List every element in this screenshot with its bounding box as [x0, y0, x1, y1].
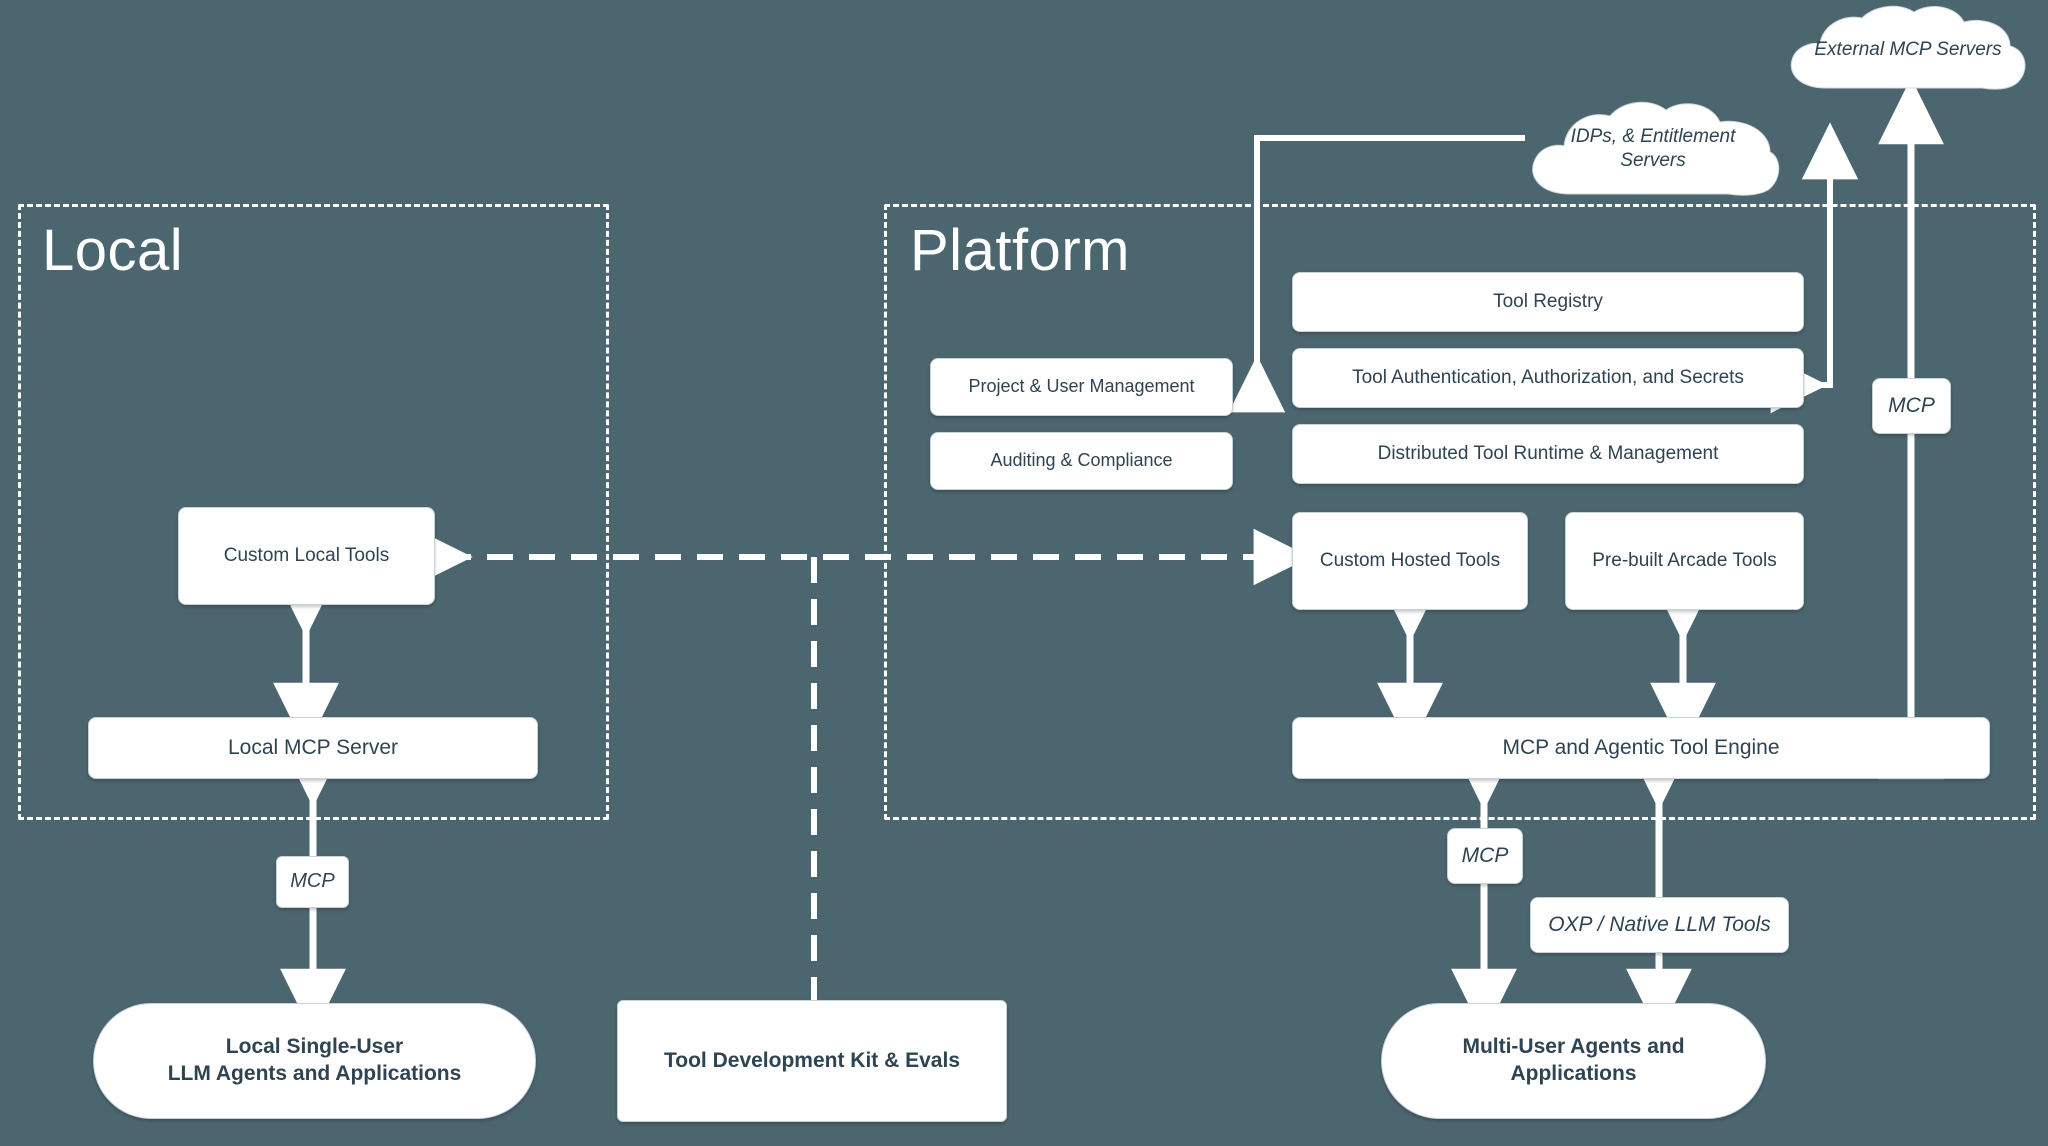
wire-toolauth-to-idps — [1770, 122, 1859, 414]
node-local-agent-pill[interactable]: Local Single-User LLM Agents and Applica… — [93, 1003, 536, 1119]
node-distributed-tool-runtime[interactable]: Distributed Tool Runtime & Management — [1292, 424, 1804, 484]
node-custom-local-tools[interactable]: Custom Local Tools — [178, 507, 435, 605]
tag-platform-mcp-right: MCP — [1872, 378, 1951, 434]
local-agent-line1: Local Single-User — [225, 1035, 404, 1059]
node-multiuser-agent-pill[interactable]: Multi-User Agents and Applications — [1381, 1003, 1766, 1119]
tag-local-mcp: MCP — [276, 856, 349, 908]
multiuser-agent-line2: Applications — [1510, 1062, 1637, 1085]
cloud-external-mcp-label: External MCP Servers — [1814, 39, 2002, 61]
cloud-idps-label: IDPs, & Entitlement Servers — [1570, 126, 1736, 171]
tag-platform-mcp-bottom: MCP — [1447, 828, 1523, 884]
tag-oxp-native-llm-tools: OXP / Native LLM Tools — [1530, 897, 1789, 953]
node-tool-registry[interactable]: Tool Registry — [1292, 272, 1804, 332]
node-tool-development-kit[interactable]: Tool Development Kit & Evals — [617, 1000, 1007, 1122]
node-mcp-agentic-tool-engine[interactable]: MCP and Agentic Tool Engine — [1292, 717, 1990, 779]
cloud-idps-entitlement-servers: IDPs, & Entitlement Servers — [1520, 96, 1786, 202]
cloud-shape-external — [1790, 5, 2026, 90]
zone-platform — [884, 204, 2036, 820]
node-tool-auth-secrets[interactable]: Tool Authentication, Authorization, and … — [1292, 348, 1804, 408]
local-agent-line2: LLM Agents and Applications — [167, 1062, 462, 1085]
multiuser-agent-line1: Multi-User Agents and — [1462, 1035, 1685, 1059]
zone-local — [18, 204, 609, 820]
wire-projectuser-to-idps — [1228, 135, 1525, 413]
cloud-external-mcp-servers: External MCP Servers — [1778, 4, 2038, 96]
node-custom-hosted-tools[interactable]: Custom Hosted Tools — [1292, 512, 1528, 610]
node-local-mcp-server[interactable]: Local MCP Server — [88, 717, 538, 779]
zone-local-title: Local — [42, 218, 184, 283]
node-project-user-management[interactable]: Project & User Management — [930, 358, 1233, 416]
node-prebuilt-arcade-tools[interactable]: Pre-built Arcade Tools — [1565, 512, 1804, 610]
zone-platform-title: Platform — [910, 218, 1130, 283]
node-auditing-compliance[interactable]: Auditing & Compliance — [930, 432, 1233, 490]
